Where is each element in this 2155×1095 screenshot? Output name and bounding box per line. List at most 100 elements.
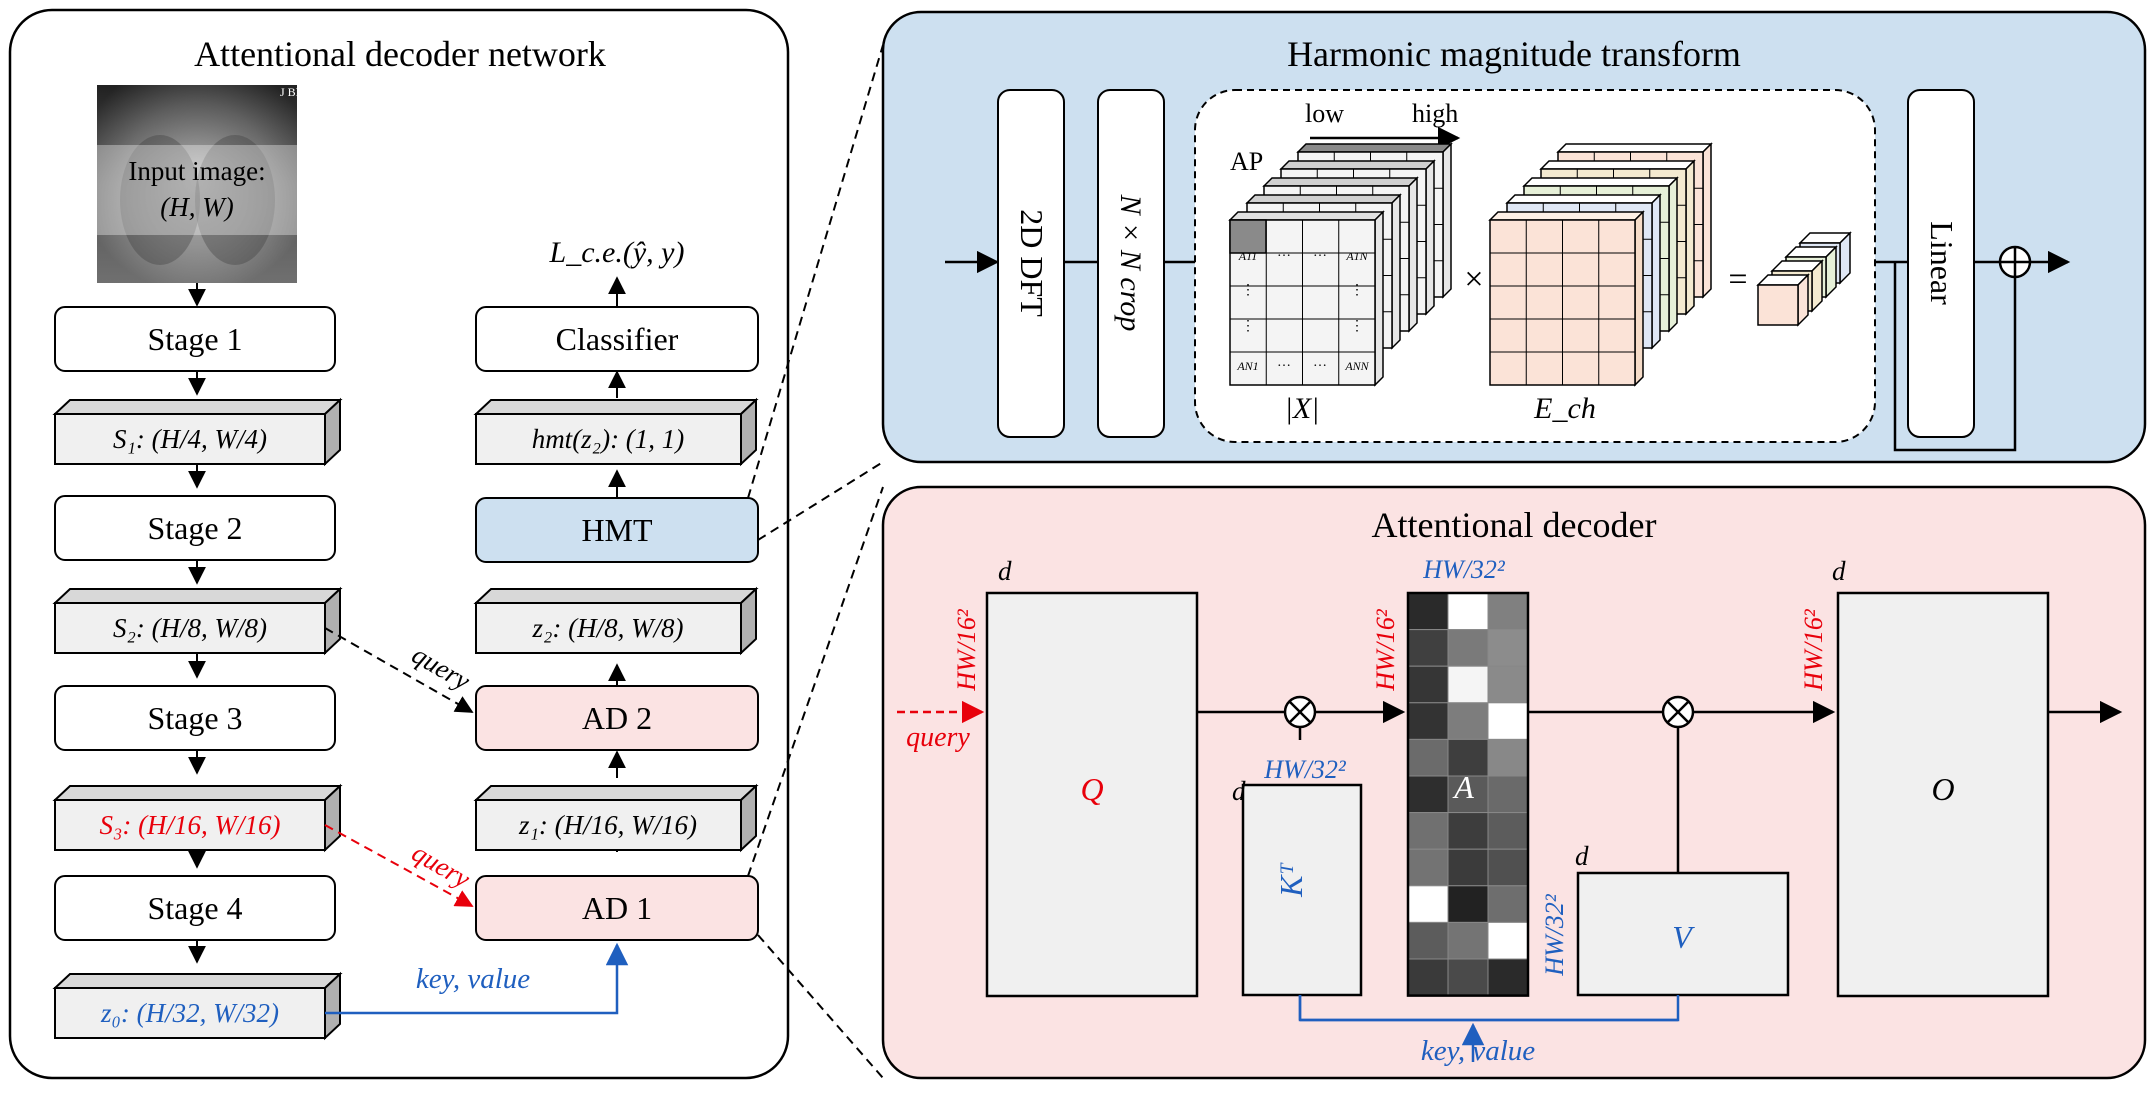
cell-dots-h4: … [1313,355,1327,370]
ad-panel-title: Attentional decoder [1372,505,1657,545]
stage-2-label: Stage 2 [147,510,242,546]
cell-a11: A11 [1238,249,1257,263]
e-layer-side [1685,159,1695,316]
attention-cell [1447,848,1489,887]
high-label: high [1412,99,1458,128]
v-label: V [1672,919,1695,955]
crop-block: N × N crop [1097,89,1165,438]
out-cell-face [1757,284,1799,326]
attention-cell [1487,738,1529,777]
e-ch-label: E_ch [1533,392,1596,425]
ad-query-label: query [906,722,970,753]
multiply-icon-2 [1661,695,1695,729]
times-symbol: × [1464,261,1483,298]
feature-z2: z₂: (H/8, W/8) [473,586,759,656]
attention-cell [1447,921,1489,960]
key-value-arrow [325,942,629,1015]
e-front [1488,210,1645,387]
cell-dots-v1: ⋮ [1241,283,1255,298]
q-label: Q [1080,771,1103,807]
stage-3-label: Stage 3 [147,700,242,736]
e-layer-top [1522,177,1679,187]
o-label: O [1931,771,1954,807]
input-image-shape: (H, W) [160,192,233,222]
dft-block: 2D DFT [997,89,1065,438]
cell-dots-v2: ⋮ [1241,319,1255,334]
x-front-side [1374,210,1384,387]
ad2-block: AD 2 [475,685,759,751]
cell-dots-h1: … [1277,245,1291,260]
query-arrow-s3 [324,824,474,907]
q-matrix: Q [985,591,1199,998]
ad-key-value-label: key, value [1421,1035,1535,1067]
o-dim-hw: HW/16² [1799,608,1828,692]
e-layer-side [1702,142,1712,299]
feature-s1-label: S₁: (H/4, W/4) [113,424,267,454]
x-layer-side [1391,193,1401,350]
left-panel-title: Attentional decoder network [194,34,606,74]
attention-cell [1487,629,1529,667]
feature-s1: S₁: (H/4, W/4) [52,397,343,467]
dft-label: 2D DFT [1014,209,1050,317]
q-dim-d: d [998,556,1012,586]
attention-cell [1487,775,1529,814]
out-cell-side [1825,245,1837,299]
feature-z1: z₁: (H/16, W/16) [473,783,759,853]
e-layer-side [1651,193,1661,350]
input-image-label: Input image: [128,156,265,186]
cell-ann: ANN [1344,359,1369,373]
loss-label: L_c.e.(ŷ, y) [549,236,685,269]
cell-dots-v3: ⋮ [1350,283,1364,298]
feature-s2: S₂: (H/8, W/8) [52,586,343,656]
v-matrix: V [1576,871,1790,997]
ap-label: AP [1230,147,1263,176]
x-layer-top [1245,194,1402,204]
e-layer-top [1539,160,1696,170]
e-layer-side [1668,176,1678,333]
attention-cell [1407,665,1449,704]
e-front-top [1488,211,1645,221]
attention-cell [1447,665,1489,704]
feature-z2-label: z₂: (H/8, W/8) [531,613,683,643]
kt-label: Kᵀ [1273,862,1309,898]
attention-cell [1487,958,1529,997]
hmt-panel: Harmonic magnitude transform 2D DFT N × … [881,10,2147,464]
o-matrix: O [1836,591,2050,998]
attention-cell [1447,885,1489,923]
attention-cell [1487,885,1529,923]
cell-dots-h3: … [1277,355,1291,370]
x-front-top [1228,211,1385,221]
attention-cell [1407,738,1449,777]
cell-a1n: A1N [1345,249,1368,263]
x-magnitude-label: |X| [1285,392,1320,425]
kt-dim-d: d [1232,776,1246,806]
e-layer-top [1556,143,1713,153]
attention-cell [1487,812,1529,850]
attention-cell [1447,958,1489,997]
stage-2: Stage 2 [54,495,336,561]
x-layer-side [1408,176,1418,333]
out-cell-side [1839,231,1851,285]
feature-s3: S₃: (H/16, W/16) [52,783,343,853]
attention-cell [1447,629,1489,667]
a-dim-hw: HW/32² [1422,555,1506,584]
attention-cell [1407,921,1449,960]
attention-cell [1487,848,1529,887]
hmt-label: HMT [581,512,653,548]
attention-cell [1407,629,1449,667]
feature-s3-label: S₃: (H/16, W/16) [99,810,280,840]
feature-z0-label: z₀: (H/32, W/32) [100,998,279,1028]
q-dim-hw: HW/16² [952,608,981,692]
x-a11-cell [1229,219,1267,254]
x-layer-top [1296,143,1453,153]
cell-dots-v4: ⋮ [1350,319,1364,334]
linear-block: Linear [1907,89,1975,438]
feature-z0: z₀: (H/32, W/32) [52,971,343,1041]
o-dim-d: d [1832,556,1846,586]
key-value-label: key, value [416,963,530,995]
stage-4: Stage 4 [54,875,336,941]
classifier-label: Classifier [556,321,679,357]
out-cell-side [1811,259,1823,313]
attention-cell [1487,921,1529,960]
